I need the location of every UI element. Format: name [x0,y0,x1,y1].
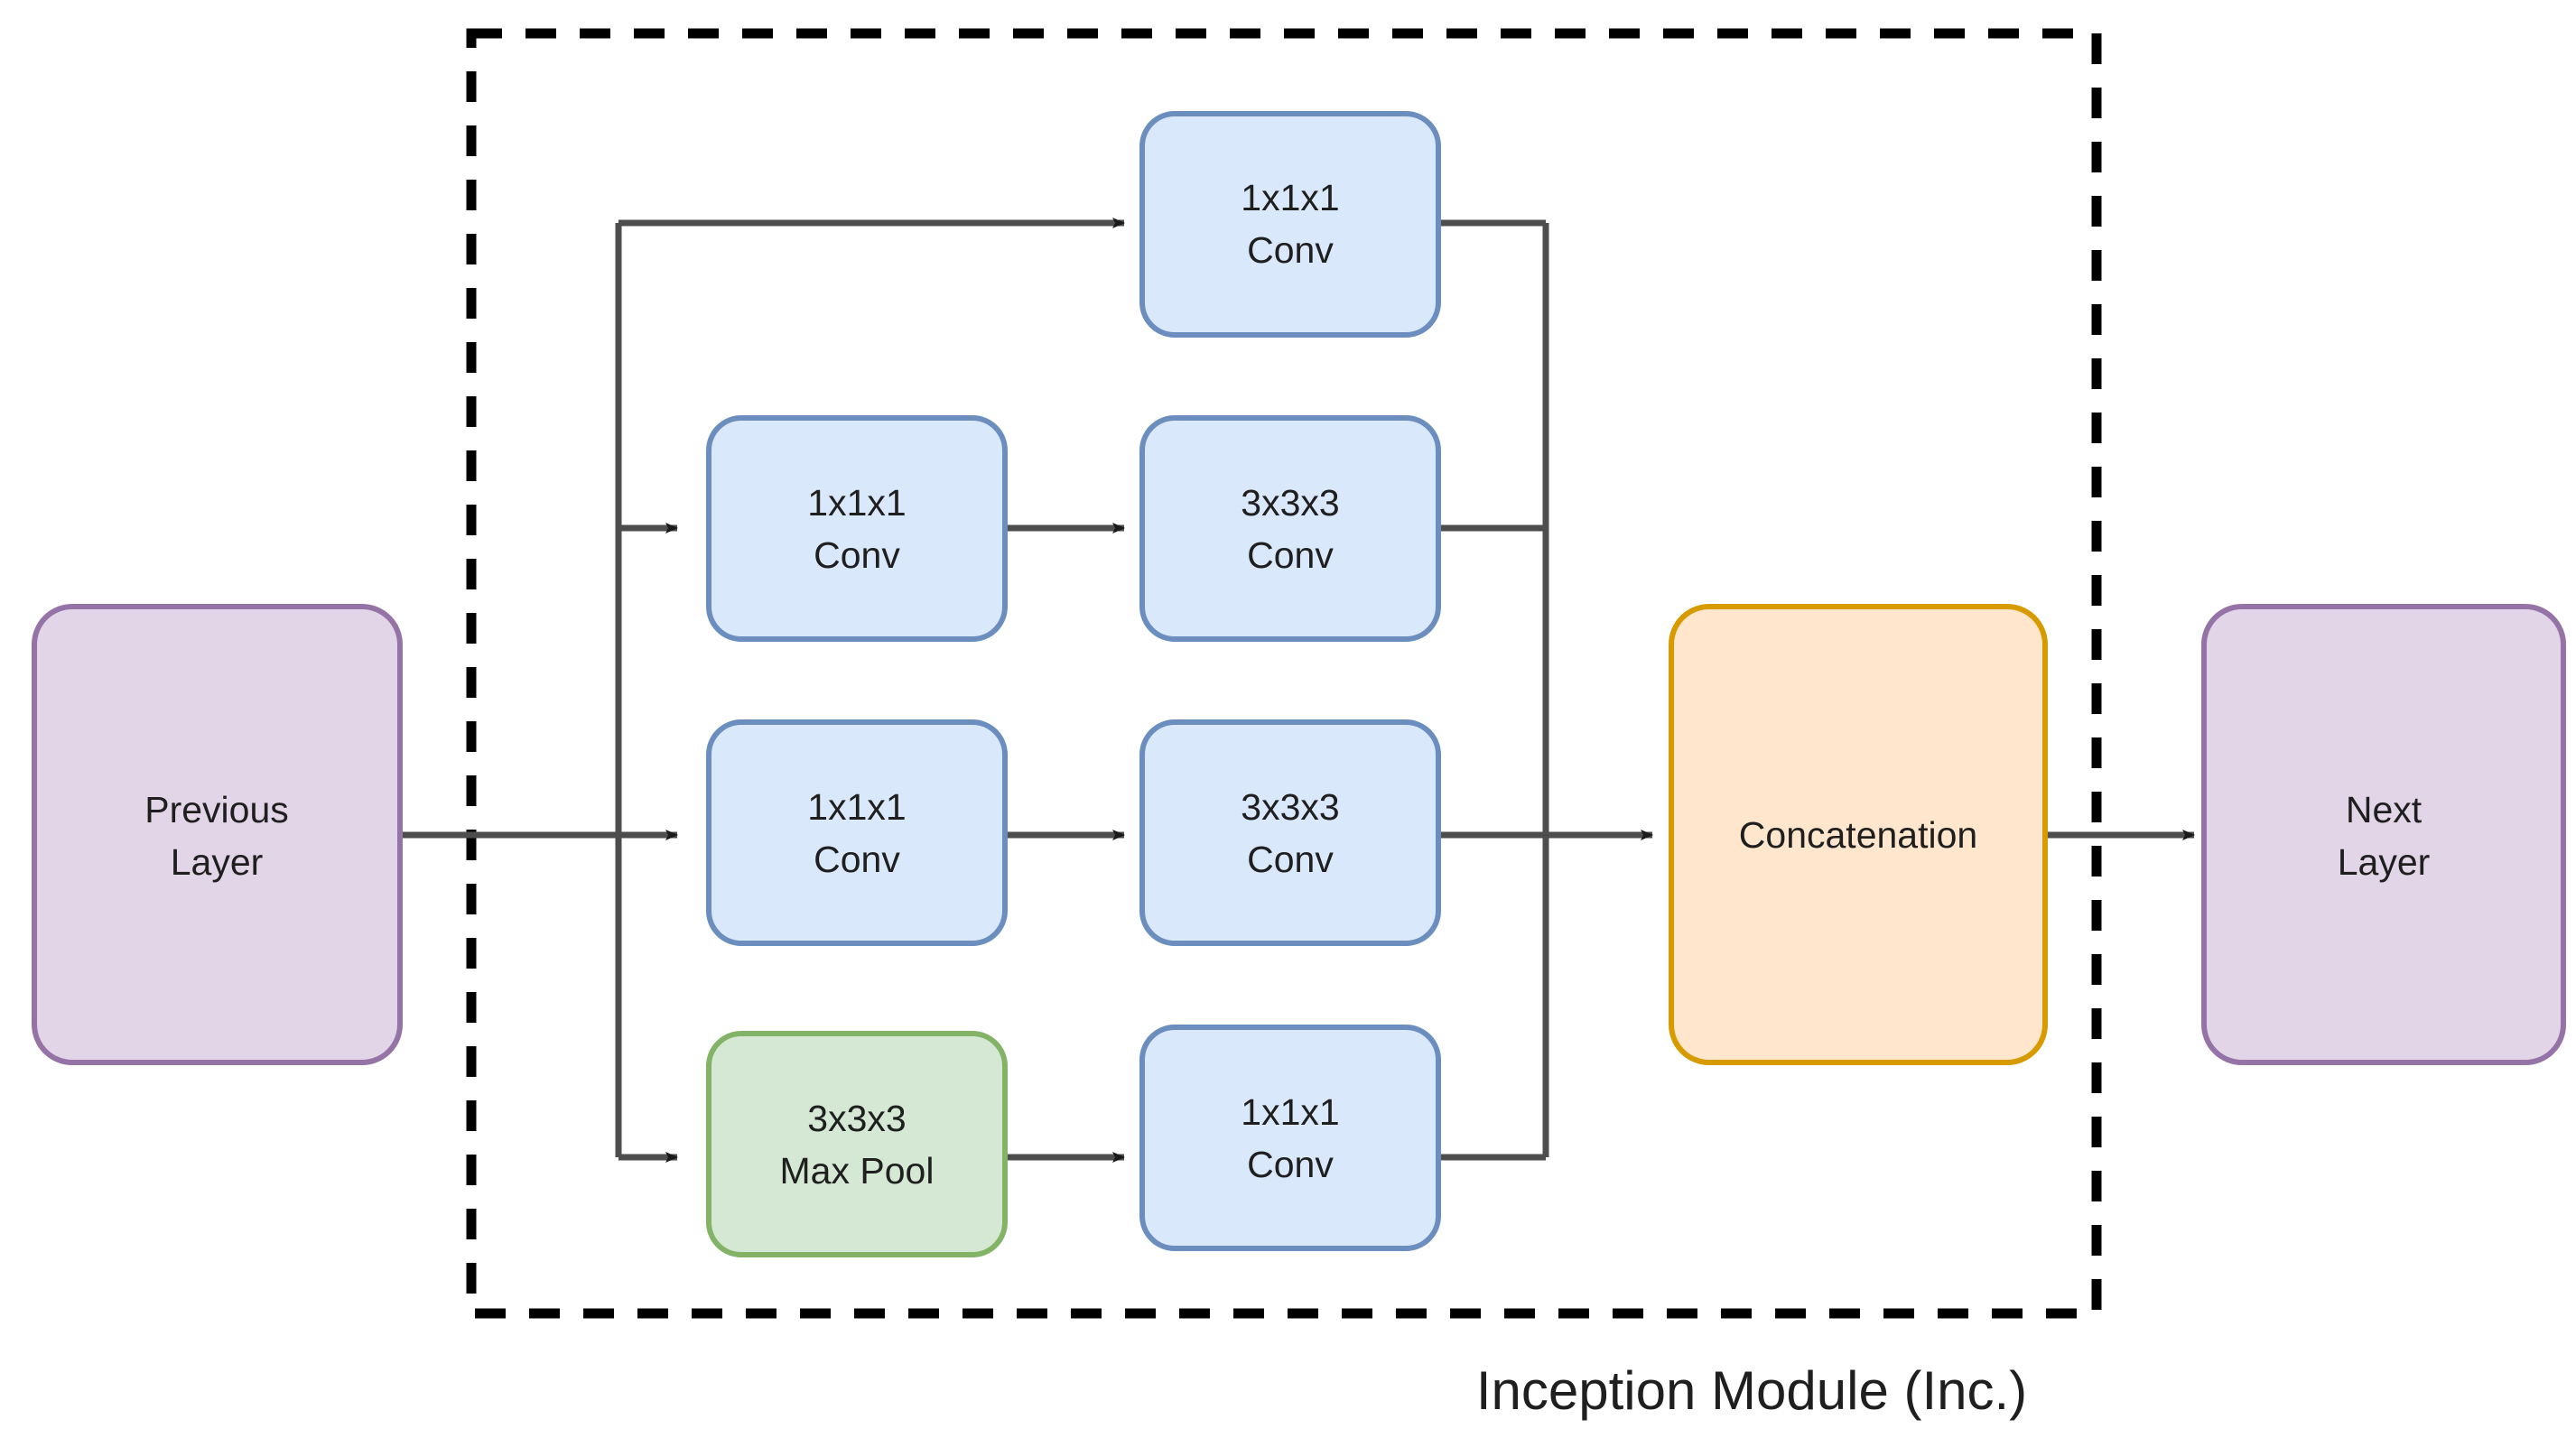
node-next-layer-box[interactable] [2201,604,2566,1065]
node-branch2-conv-box[interactable] [1139,415,1441,642]
node-branch2-conv-line1: 3x3x3 [1241,482,1339,524]
node-concatenation[interactable]: Concatenation [1669,604,2048,1065]
node-branch1-conv-box[interactable] [1139,111,1441,338]
node-branch4-conv-box[interactable] [1139,1025,1441,1251]
node-previous-layer-box[interactable] [32,604,403,1065]
node-next-layer-line2: Layer [2338,841,2431,883]
node-branch3-conv[interactable]: 3x3x3 Conv [1139,719,1441,946]
node-branch3-conv-line2: Conv [1247,839,1334,880]
node-branch4-pool-line2: Max Pool [780,1150,935,1192]
node-branch3-reduce-box[interactable] [706,719,1008,946]
node-branch2-reduce-line1: 1x1x1 [807,482,906,524]
node-branch3-conv-box[interactable] [1139,719,1441,946]
node-branch4-pool-box[interactable] [706,1031,1008,1257]
node-branch3-reduce-line1: 1x1x1 [807,786,906,828]
node-next-layer[interactable]: Next Layer [2201,604,2566,1065]
node-branch2-reduce[interactable]: 1x1x1 Conv [706,415,1008,642]
edge-group [400,218,2195,1163]
node-previous-layer[interactable]: Previous Layer [32,604,403,1065]
module-caption: Inception Module (Inc.) [1476,1360,2027,1421]
node-branch3-conv-line1: 3x3x3 [1241,786,1339,828]
node-branch2-conv[interactable]: 3x3x3 Conv [1139,415,1441,642]
node-branch1-conv-line2: Conv [1247,229,1334,271]
node-branch2-reduce-box[interactable] [706,415,1008,642]
node-branch4-conv-line1: 1x1x1 [1241,1091,1339,1133]
node-branch4-pool-line1: 3x3x3 [807,1098,906,1139]
node-branch4-conv[interactable]: 1x1x1 Conv [1139,1025,1441,1251]
node-concatenation-box[interactable] [1669,604,2048,1065]
node-branch1-conv[interactable]: 1x1x1 Conv [1139,111,1441,338]
node-branch3-reduce-line2: Conv [814,839,900,880]
node-branch2-conv-line2: Conv [1247,534,1334,576]
node-next-layer-line1: Next [2346,789,2423,830]
node-branch4-conv-line2: Conv [1247,1144,1334,1185]
inception-module-boundary [466,28,2102,1319]
node-previous-layer-line1: Previous [144,789,289,830]
node-previous-layer-line2: Layer [171,841,264,883]
node-branch2-reduce-line2: Conv [814,534,900,576]
node-branch4-pool[interactable]: 3x3x3 Max Pool [706,1031,1008,1257]
node-branch3-reduce[interactable]: 1x1x1 Conv [706,719,1008,946]
node-branch1-conv-line1: 1x1x1 [1241,177,1339,218]
node-concatenation-label: Concatenation [1739,814,1977,856]
